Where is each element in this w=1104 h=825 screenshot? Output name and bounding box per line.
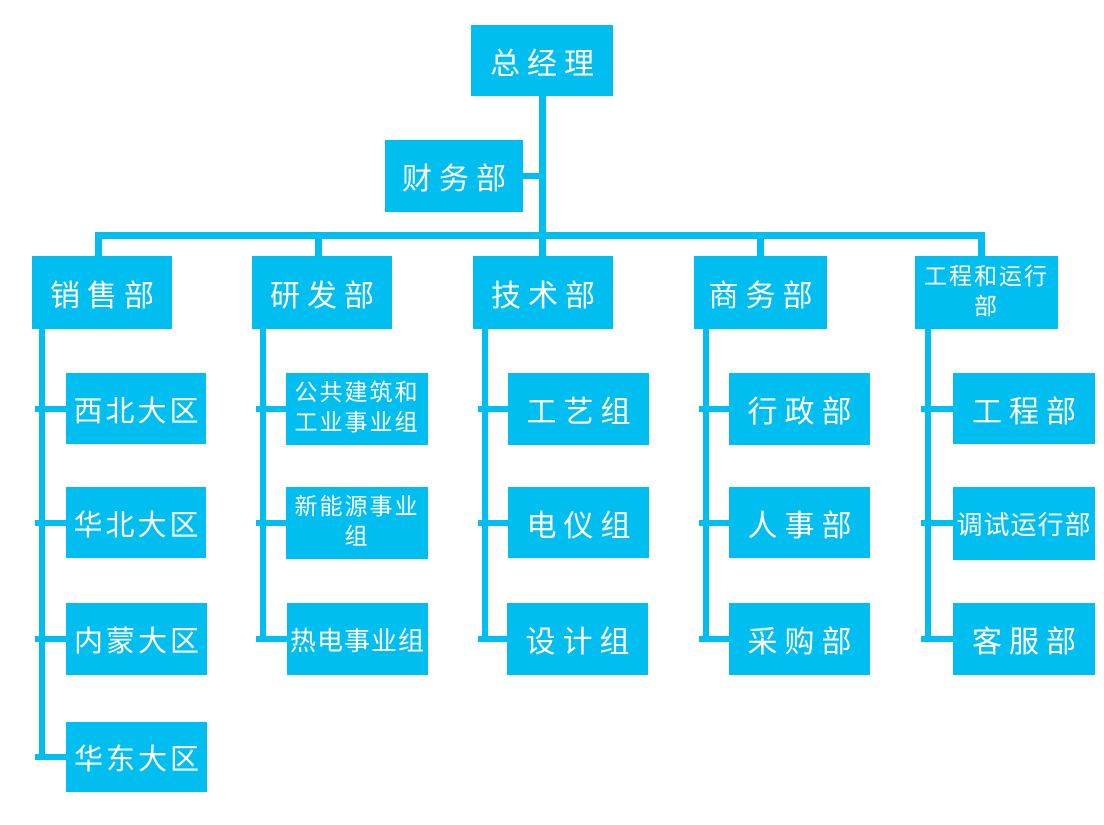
node-northwest-region: 西北大区	[66, 373, 206, 444]
connector-stub-tech-1	[478, 406, 508, 412]
node-new-energy-group: 新能源事业组	[286, 487, 428, 559]
node-rnd-department: 研发部	[252, 256, 392, 329]
node-thermal-power-group: 热电事业组	[287, 603, 428, 675]
connector-stub-sales-1	[35, 406, 66, 412]
connector-rail-commerce	[703, 329, 709, 642]
node-sales-department: 销售部	[32, 256, 172, 329]
connector-stub-sales-4	[35, 754, 66, 760]
connector-stub-rnd-3	[256, 636, 287, 642]
connector-drop-engops	[978, 239, 985, 256]
connector-rail-tech	[482, 329, 488, 642]
connector-stub-commerce-1	[699, 406, 729, 412]
connector-stub-commerce-2	[699, 520, 729, 526]
node-electrical-instrumentation-group: 电仪组	[508, 487, 649, 558]
node-customer-service-department: 客服部	[953, 603, 1095, 675]
node-public-construction-industry-group: 公共建筑和工业事业组	[286, 373, 428, 445]
connector-rail-engops	[925, 329, 931, 642]
connector-drop-commerce	[757, 239, 764, 256]
connector-stub-rnd-1	[256, 406, 286, 412]
node-east-china-region: 华东大区	[66, 722, 207, 792]
connector-rail-rnd	[260, 329, 266, 642]
connector-stub-sales-2	[35, 520, 66, 526]
connector-drop-rnd	[315, 239, 322, 256]
node-hr-department: 人事部	[729, 487, 870, 558]
connector-level2-bar	[95, 232, 985, 239]
node-commissioning-operation-department: 调试运行部	[953, 487, 1095, 560]
node-administration-department: 行政部	[729, 373, 870, 445]
node-finance-department: 财务部	[385, 140, 523, 212]
connector-stub-rnd-2	[256, 520, 286, 526]
connector-rail-sales	[39, 329, 45, 760]
connector-stub-commerce-3	[699, 636, 729, 642]
connector-stub-tech-3	[478, 636, 508, 642]
node-procurement-department: 采购部	[729, 603, 870, 675]
connector-stub-engops-1	[921, 406, 953, 412]
node-engineering-department: 工程部	[953, 373, 1095, 444]
connector-stub-engops-2	[921, 520, 953, 526]
connector-root-drop	[539, 96, 546, 256]
node-commerce-department: 商务部	[694, 256, 827, 329]
node-inner-mongolia-region: 内蒙大区	[66, 603, 207, 675]
connector-finance-stub	[520, 173, 541, 179]
connector-drop-sales	[95, 239, 102, 256]
node-technology-department: 技术部	[473, 256, 613, 329]
connector-stub-engops-3	[921, 636, 953, 642]
node-design-group: 设计组	[507, 603, 648, 675]
node-north-china-region: 华北大区	[66, 487, 206, 558]
node-general-manager: 总经理	[471, 25, 613, 96]
node-engineering-operations-department: 工程和运行部	[915, 256, 1058, 329]
node-process-group: 工艺组	[508, 373, 649, 445]
connector-stub-tech-2	[478, 520, 508, 526]
connector-stub-sales-3	[35, 636, 66, 642]
